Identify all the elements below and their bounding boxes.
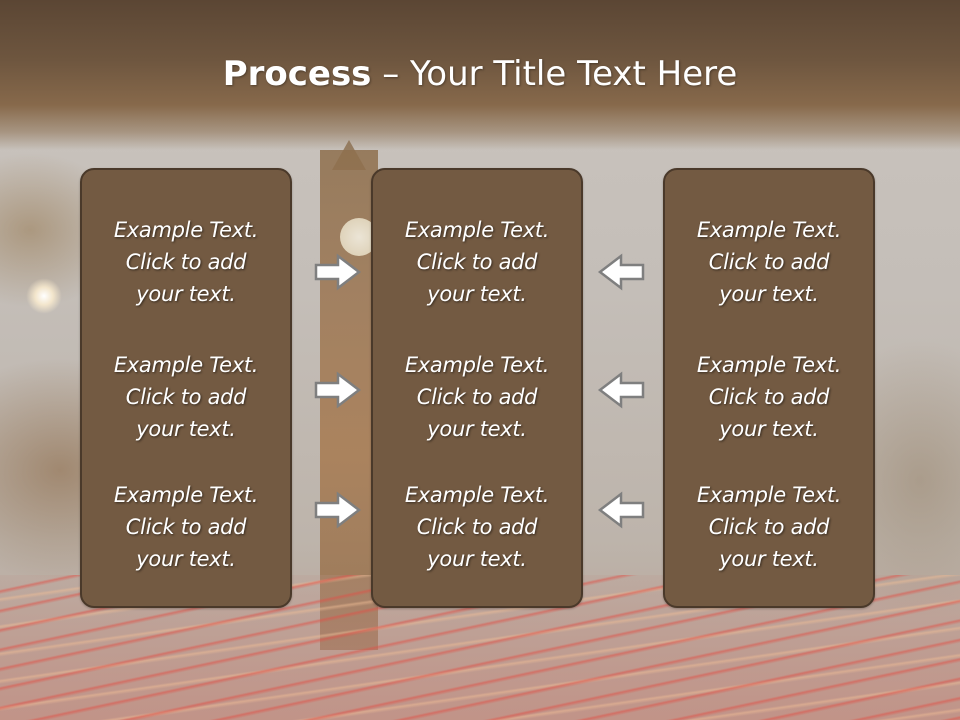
text-line: your text. <box>136 282 236 306</box>
text-line: Click to add <box>708 250 830 274</box>
street-light-glow <box>26 278 62 314</box>
title-rest: – Your Title Text Here <box>371 54 738 94</box>
card-text-block[interactable]: Example Text. Click to add your text. <box>82 349 290 445</box>
card-text-block[interactable]: Example Text. Click to add your text. <box>82 214 290 310</box>
text-line: your text. <box>719 547 819 571</box>
card-text-block[interactable]: Example Text. Click to add your text. <box>82 479 290 575</box>
right-arrow-icon <box>314 370 362 410</box>
card-text-block[interactable]: Example Text. Click to add your text. <box>373 214 581 310</box>
text-line: your text. <box>719 417 819 441</box>
text-line: Click to add <box>416 250 538 274</box>
text-line: Example Text. <box>404 483 550 507</box>
left-arrow-icon <box>597 252 645 292</box>
slide-title[interactable]: Process – Your Title Text Here <box>0 52 960 96</box>
right-arrow-icon <box>314 252 362 292</box>
title-band <box>0 0 960 150</box>
text-line: Example Text. <box>113 353 259 377</box>
right-arrow-icon <box>314 490 362 530</box>
title-bold: Process <box>222 54 372 94</box>
text-line: Click to add <box>708 385 830 409</box>
card-text-block[interactable]: Example Text. Click to add your text. <box>665 214 873 310</box>
text-line: Click to add <box>125 250 247 274</box>
text-line: Example Text. <box>113 218 259 242</box>
card-text-block[interactable]: Example Text. Click to add your text. <box>373 349 581 445</box>
text-line: your text. <box>427 282 527 306</box>
left-arrow-icon <box>597 370 645 410</box>
card-text-block[interactable]: Example Text. Click to add your text. <box>373 479 581 575</box>
text-line: Example Text. <box>696 218 842 242</box>
process-card-left[interactable]: Example Text. Click to add your text. Ex… <box>80 168 292 608</box>
text-line: Example Text. <box>404 218 550 242</box>
text-line: Example Text. <box>404 353 550 377</box>
card-text-block[interactable]: Example Text. Click to add your text. <box>665 349 873 445</box>
text-line: your text. <box>136 417 236 441</box>
process-card-right[interactable]: Example Text. Click to add your text. Ex… <box>663 168 875 608</box>
text-line: Example Text. <box>696 353 842 377</box>
text-line: your text. <box>136 547 236 571</box>
text-line: Click to add <box>125 515 247 539</box>
text-line: Click to add <box>416 385 538 409</box>
text-line: Click to add <box>416 515 538 539</box>
text-line: your text. <box>719 282 819 306</box>
text-line: Example Text. <box>113 483 259 507</box>
text-line: Click to add <box>708 515 830 539</box>
text-line: Click to add <box>125 385 247 409</box>
process-card-middle[interactable]: Example Text. Click to add your text. Ex… <box>371 168 583 608</box>
card-text-block[interactable]: Example Text. Click to add your text. <box>665 479 873 575</box>
text-line: your text. <box>427 417 527 441</box>
left-arrow-icon <box>597 490 645 530</box>
text-line: Example Text. <box>696 483 842 507</box>
text-line: your text. <box>427 547 527 571</box>
